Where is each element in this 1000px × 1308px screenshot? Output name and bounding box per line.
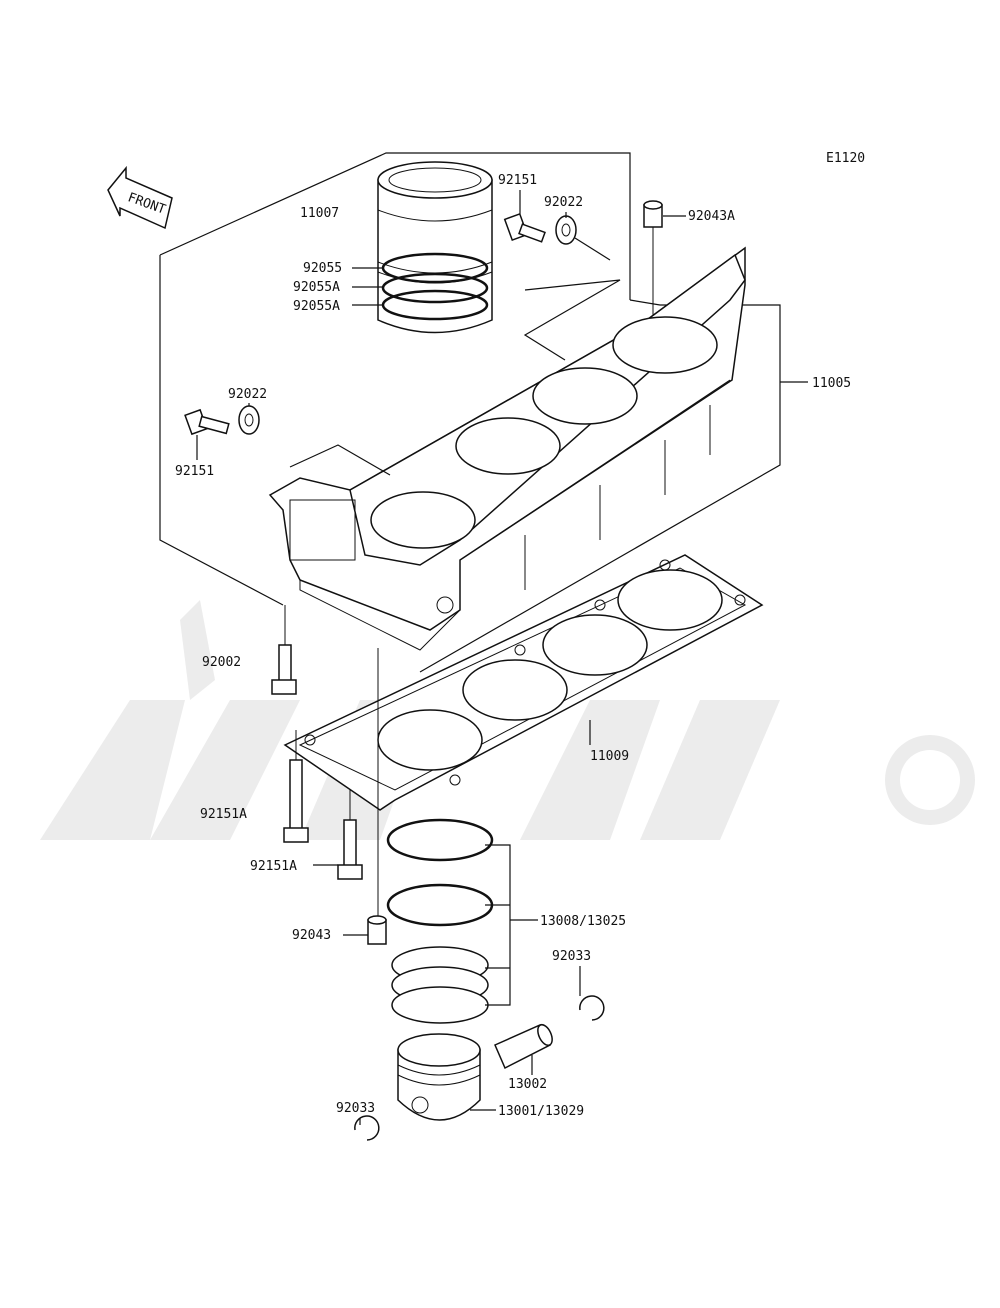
label-ring-b: 92055A — [293, 280, 340, 295]
head-gasket — [283, 554, 764, 811]
circlip-left — [354, 1115, 380, 1141]
diagram-code: E1120 — [826, 151, 865, 166]
label-ring-a: 92055 — [303, 261, 342, 276]
cylinder-block — [268, 246, 746, 651]
label-stud: 92002 — [202, 655, 241, 670]
stud — [271, 644, 297, 695]
washer-top — [555, 215, 577, 245]
piston-rings — [386, 818, 494, 1024]
washer-left — [238, 405, 260, 435]
cylinder-liner — [377, 161, 493, 334]
bolt-left — [184, 408, 230, 436]
label-circlip-right: 92033 — [552, 949, 591, 964]
label-bolt-a: 92151A — [200, 807, 247, 822]
circlip-right — [579, 995, 605, 1021]
label-washer-top: 92022 — [544, 195, 583, 210]
bolt-b — [337, 819, 363, 880]
label-bolt-b: 92151A — [250, 859, 297, 874]
assembly-frame — [159, 152, 631, 300]
dowel — [367, 915, 387, 945]
label-ring-c: 92055A — [293, 299, 340, 314]
label-washer-left: 92022 — [228, 387, 267, 402]
label-gasket: 11009 — [590, 749, 629, 764]
label-bolt-top: 92151 — [498, 173, 537, 188]
bolt-top — [503, 212, 546, 243]
front-arrow-icon: FRONT — [107, 165, 173, 230]
label-piston-rings: 13008/13025 — [540, 914, 626, 929]
piston-pin — [494, 1023, 553, 1070]
bolt-a — [283, 759, 309, 843]
label-circlip-left: 92033 — [336, 1101, 375, 1116]
label-cylinder-liner: 11007 — [300, 206, 339, 221]
label-cylinder-block: 11005 — [812, 376, 851, 391]
label-dowel: 92043 — [292, 928, 331, 943]
label-piston: 13001/13029 — [498, 1104, 584, 1119]
label-dowel-top: 92043A — [688, 209, 735, 224]
label-piston-pin: 13002 — [508, 1077, 547, 1092]
piston — [397, 1033, 481, 1121]
dowel-top — [643, 200, 663, 228]
label-bolt-left: 92151 — [175, 464, 214, 479]
